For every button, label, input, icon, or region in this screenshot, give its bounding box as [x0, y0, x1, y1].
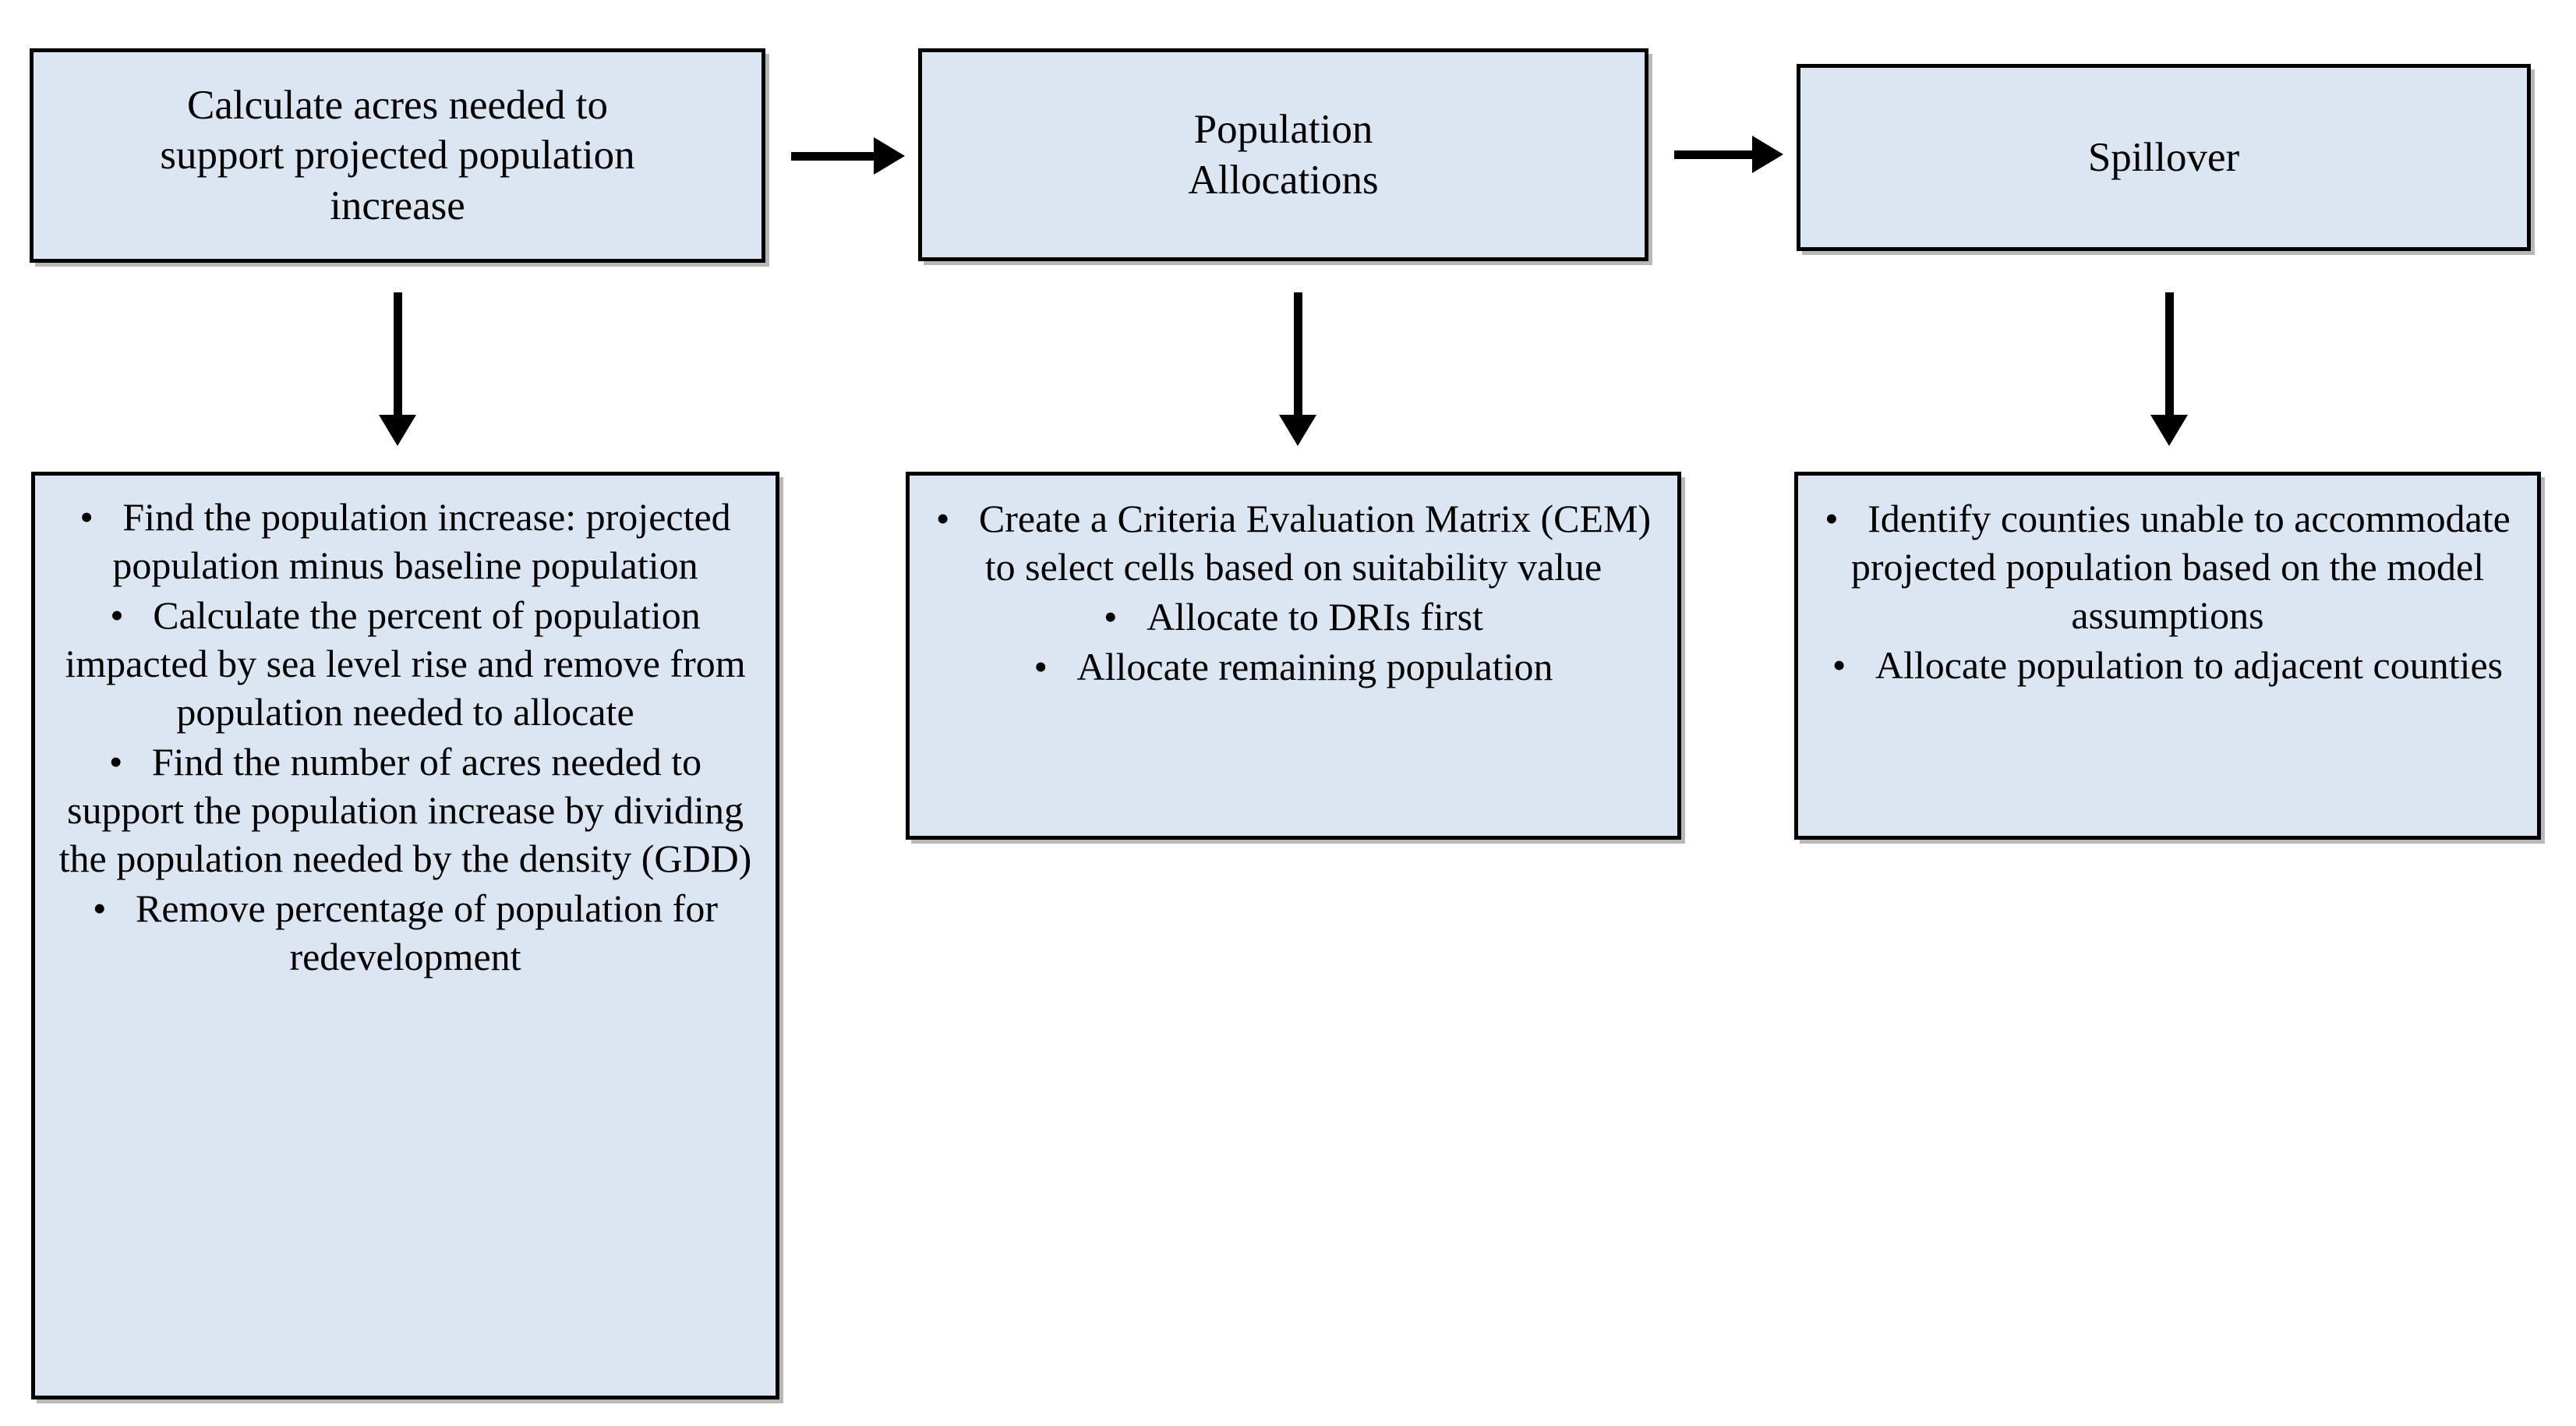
arrow-shaft [791, 151, 874, 161]
node-population-allocations-label: Population Allocations [1188, 106, 1379, 203]
arrow-shaft [2164, 292, 2174, 415]
node-calculate-acres-details-body: Find the population increase: projected … [35, 476, 776, 982]
list-item: Remove percentage of population for rede… [46, 884, 765, 981]
arrow-head-down-icon [2150, 415, 2188, 446]
arrow-head-down-icon [379, 415, 416, 446]
list-item: Find the number of acres needed to suppo… [46, 738, 765, 883]
list-item: Allocate to DRIs first [921, 593, 1666, 641]
arrow-shaft [1674, 150, 1752, 159]
node-spillover-body: Spillover [1800, 133, 2527, 183]
arrow-shaft [1293, 292, 1302, 415]
node-population-allocations-body: Population Allocations [922, 104, 1645, 205]
arrow-head-right-icon [874, 137, 905, 175]
node-population-allocations-details[interactable]: Create a Criteria Evaluation Matrix (CEM… [906, 472, 1681, 840]
arrow-head-down-icon [1279, 415, 1316, 446]
spillover-bullet-list: Identify counties unable to accommodate … [1809, 494, 2526, 689]
list-item: Allocate remaining population [921, 642, 1666, 691]
node-calculate-acres-label: Calculate acres needed to support projec… [160, 82, 635, 228]
node-spillover-details-body: Identify counties unable to accommodate … [1798, 476, 2537, 691]
arrow-head-right-icon [1752, 136, 1783, 173]
node-population-allocations-details-body: Create a Criteria Evaluation Matrix (CEM… [910, 476, 1677, 692]
node-spillover-label: Spillover [2087, 134, 2240, 180]
arrow-spillover-down [2150, 292, 2188, 446]
node-population-allocations[interactable]: Population Allocations [918, 48, 1648, 261]
node-spillover-details[interactable]: Identify counties unable to accommodate … [1794, 472, 2541, 840]
node-calculate-acres-details[interactable]: Find the population increase: projected … [31, 472, 779, 1399]
node-calculate-acres-body: Calculate acres needed to support projec… [34, 80, 761, 232]
list-item: Create a Criteria Evaluation Matrix (CEM… [921, 494, 1666, 591]
node-calculate-acres[interactable]: Calculate acres needed to support projec… [30, 48, 765, 263]
list-item: Find the population increase: projected … [46, 493, 765, 589]
node-spillover[interactable]: Spillover [1797, 64, 2531, 251]
arrow-shaft [393, 292, 402, 415]
list-item: Identify counties unable to accommodate … [1809, 494, 2526, 639]
arrow-calculate-acres-to-population-allocations [791, 137, 905, 175]
list-item: Allocate population to adjacent counties [1809, 641, 2526, 689]
arrow-population-allocations-down [1279, 292, 1316, 446]
list-item: Calculate the percent of population impa… [46, 591, 765, 736]
calculate-acres-bullet-list: Find the population increase: projected … [46, 493, 765, 981]
arrow-population-allocations-to-spillover [1674, 136, 1783, 173]
arrow-calculate-acres-down [379, 292, 416, 446]
population-allocations-bullet-list: Create a Criteria Evaluation Matrix (CEM… [921, 494, 1666, 691]
